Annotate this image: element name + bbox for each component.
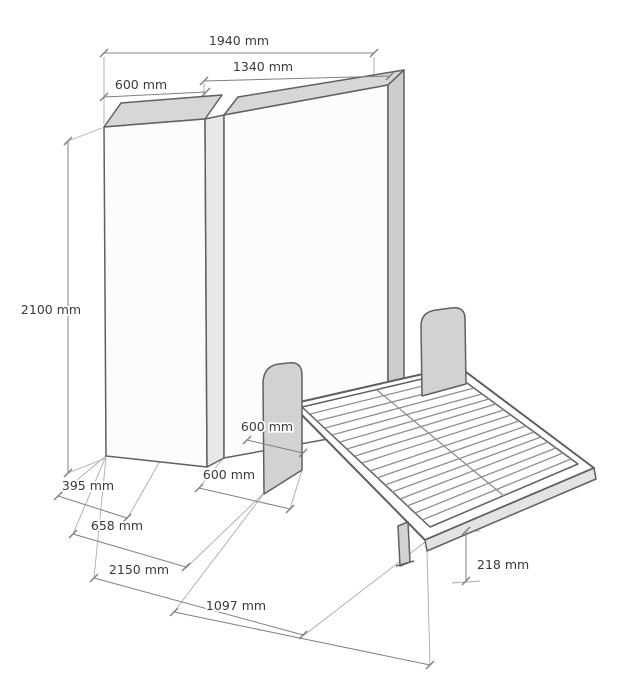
dim-line-2150: [93, 577, 304, 636]
dim-label-395: 395 mm: [62, 478, 114, 493]
wardrobe: [103, 94, 225, 468]
dimension-labels: 1940 mm 1340 mm 600 mm 2100 mm 600 mm 60…: [19, 31, 531, 615]
dim-line-600-panel: [246, 439, 304, 454]
side-panels: [262, 306, 467, 495]
dim-label-600-panel: 600 mm: [241, 419, 293, 434]
dim-label-2100: 2100 mm: [21, 302, 81, 317]
bed-frame-inner: [301, 371, 579, 528]
dim-label-600-base: 600 mm: [203, 467, 255, 482]
dimension-lines: [53, 48, 471, 670]
wardrobe-side-edge: [204, 114, 225, 468]
wardrobe-front-face: [103, 118, 208, 468]
dim-label-1097: 1097 mm: [206, 598, 266, 613]
dim-line-600-top: [103, 91, 207, 98]
bed-cabinet: [223, 69, 405, 459]
dim-label-658: 658 mm: [91, 518, 143, 533]
right-side-panel: [420, 306, 467, 397]
dim-label-1940: 1940 mm: [209, 33, 269, 48]
bed-leg: [397, 521, 411, 567]
dim-line-1340: [203, 75, 391, 82]
dim-line-1097: [173, 611, 431, 666]
cabinet-side-face: [387, 69, 405, 429]
bed-leg-foot: [395, 560, 415, 567]
dim-line-395: [57, 495, 128, 519]
bed-front-thickness: [424, 467, 597, 552]
dim-label-2150: 2150 mm: [109, 562, 169, 577]
dim-label-1340: 1340 mm: [233, 59, 293, 74]
open-bed: [290, 365, 597, 567]
dim-label-600-top: 600 mm: [115, 77, 167, 92]
left-side-panel: [262, 362, 303, 495]
dim-line-600-base: [198, 487, 291, 510]
dim-line-658: [72, 533, 187, 568]
bed-slats: [309, 376, 572, 521]
dim-label-218: 218 mm: [477, 557, 529, 572]
